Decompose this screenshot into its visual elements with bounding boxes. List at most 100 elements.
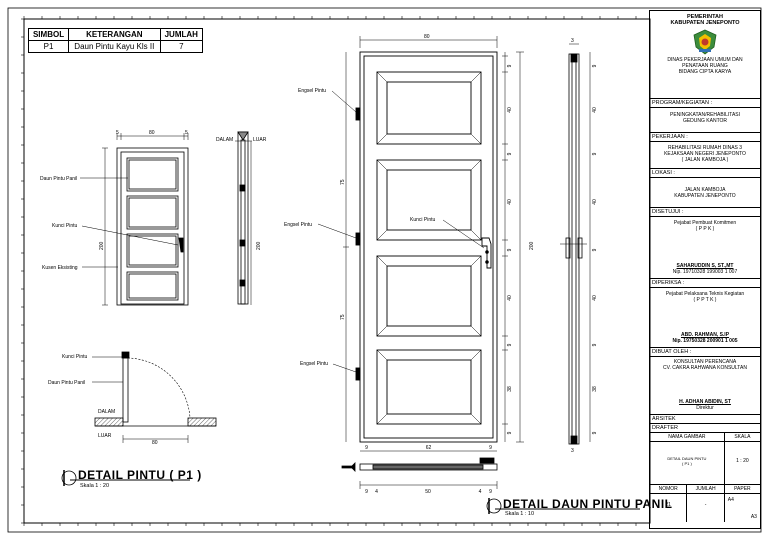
tb-nama-gambar: DETAIL DAUN PINTU ( P1 ) — [650, 442, 725, 484]
rail-dim-label: 9 — [507, 152, 513, 155]
section-dim-label: 40 — [592, 199, 598, 205]
left-view-title: DETAIL PINTU ( P1 ) — [78, 468, 202, 482]
plan-dim-label: 9 — [489, 489, 492, 495]
left-title-marker — [61, 470, 190, 486]
tb-nama-gambar-1: ( P1 ) — [682, 461, 692, 466]
right-door-section — [560, 43, 591, 445]
right-view-title: DETAIL DAUN PINTU PANIL — [503, 497, 673, 511]
tb-skala: 1 : 20 — [736, 458, 749, 464]
dim-left-plan-width: 80 — [152, 440, 158, 446]
dim-right-left-a: 75 — [340, 179, 346, 185]
tb-dibuat-label: DIBUAT OLEH : — [650, 348, 760, 357]
tb-program-label: PROGRAM/KEGIATAN : — [650, 99, 760, 108]
label-engsel-3: Engsel Pintu — [300, 361, 328, 367]
tb-paper-a4: A4 — [727, 497, 734, 503]
tb-pekerjaan: REHABILITASI RUMAH DINAS 3 KEJAKSAAN NEG… — [650, 142, 760, 169]
legend-cell-keterangan: Daun Pintu Kayu Kls II — [68, 40, 161, 53]
bottom-dim-label: 9 — [365, 445, 368, 451]
section-dim-label: 38 — [592, 386, 598, 392]
section-dim-label: 9 — [592, 152, 598, 155]
label-engsel-1: Engsel Pintu — [298, 88, 326, 94]
label-kusen-eksisting: Kusen Eksisting — [42, 265, 78, 271]
tb-disetujui-label: DISETUJUI : — [650, 208, 760, 217]
tb-gov2: KABUPATEN JENEPONTO — [670, 20, 740, 26]
label-daun-pintu-panil: Daun Pintu Panil — [40, 176, 77, 182]
dim-left-side-a: 5 — [116, 130, 119, 136]
tb-nama-gambar-label: NAMA GAMBAR — [650, 433, 725, 441]
dim-right-section-bottom: 3 — [571, 448, 574, 454]
tb-nomor-label: NOMOR — [650, 485, 688, 493]
tb-pekerjaan-2: ( JALAN KAMBOJA ) — [681, 157, 729, 163]
left-door-plan — [92, 351, 217, 443]
tb-jumlah: - — [687, 494, 725, 522]
left-view-scale: Skala 1 : 20 — [80, 483, 110, 489]
label-dalam-top: DALAM — [216, 137, 233, 143]
tb-konsultan-0: KONSULTAN PERENCANA — [673, 359, 737, 365]
dim-right-left-b: 75 — [340, 314, 346, 320]
tb-paper-label: PAPER — [734, 486, 751, 492]
rail-dim-label: 40 — [507, 199, 513, 205]
rail-dim-label: 9 — [507, 248, 513, 251]
label-kunci-pintu: Kunci Pintu — [52, 223, 78, 229]
dim-left-height: 200 — [99, 241, 105, 250]
right-door-plan — [341, 457, 498, 489]
tb-pptk-1: ( P P T K ) — [693, 297, 717, 303]
legend-cell-simbol: P1 — [27, 40, 70, 53]
label-kunci-right: Kunci Pintu — [410, 217, 436, 223]
right-door-elevation — [317, 36, 524, 452]
tb-arsitek: ARSITEK — [650, 415, 760, 424]
tb-nomor-header: NOMOR JUMLAH PAPER — [650, 485, 760, 494]
rail-dim-label: 40 — [507, 107, 513, 113]
tb-direktur: Direktur — [696, 405, 714, 411]
tb-pptk: Pejabat Pelaksana Teknis Kegiatan ( P P … — [650, 288, 760, 348]
dim-right-section-top: 3 — [571, 38, 574, 44]
tb-drafter: DRAFTER — [650, 424, 760, 433]
bottom-dim-label: 9 — [489, 445, 492, 451]
tb-pptk-nip: Nip. 19750328 200901 1 005 — [672, 338, 738, 344]
tb-skala-label: SKALA — [734, 434, 751, 440]
tb-agency: PEMERINTAH KABUPATEN JENEPONTO DINAS PEK… — [650, 11, 760, 99]
tb-diperiksa-label: DIPERIKSA : — [650, 279, 760, 288]
tb-paper-a3: A3 — [750, 514, 757, 520]
tb-nama-gambar-0: DETAIL DAUN PINTU — [667, 456, 707, 461]
legend-header-jumlah: JUMLAH — [159, 28, 204, 41]
tb-direktur-name: H. ADHAN ABIDIN, ST — [679, 399, 731, 405]
tb-program: PENINGKATAN/REHABILITASI GEDUNG KANTOR — [650, 108, 760, 133]
plan-dim-label: 4 — [375, 489, 378, 495]
right-rail-dims — [502, 55, 508, 425]
title-block: PEMERINTAH KABUPATEN JENEPONTO DINAS PEK… — [649, 10, 761, 529]
dim-left-side-b: 5 — [185, 130, 188, 136]
tb-program-1: GEDUNG KANTOR — [682, 118, 728, 124]
regency-emblem-icon — [693, 29, 717, 55]
label-luar-plan: LUAR — [98, 433, 112, 439]
tb-dinas-0: DINAS PEKERJAAN UMUM DAN — [667, 57, 743, 63]
right-title-marker — [486, 498, 640, 514]
tb-ppk-1: ( P P K ) — [695, 226, 715, 232]
rail-dim-label: 9 — [507, 343, 513, 346]
tb-jumlah-label: JUMLAH — [687, 485, 725, 493]
legend-table: SIMBOL KETERANGAN JUMLAH P1 Daun Pintu K… — [27, 28, 204, 53]
plan-dim-label: 50 — [425, 489, 431, 495]
section-dim-label: 9 — [592, 343, 598, 346]
dim-right-top-width: 80 — [424, 34, 430, 40]
legend-header-keterangan: KETERANGAN — [68, 28, 161, 41]
rail-dim-label: 38 — [507, 386, 513, 392]
rail-dim-label: 9 — [507, 431, 513, 434]
tb-dinas-2: BIDANG CIPTA KARYA — [678, 69, 732, 75]
left-door-section — [235, 131, 252, 305]
tb-pekerjaan-1: KEJAKSAAN NEGERI JENEPONTO — [664, 151, 746, 157]
section-dim-label: 9 — [592, 431, 598, 434]
label-luar-top: LUAR — [253, 137, 267, 143]
dim-left-width: 80 — [149, 130, 155, 136]
label-engsel-2: Engsel Pintu — [284, 222, 312, 228]
label-dalam-plan: DALAM — [98, 409, 115, 415]
tb-pptk-name: ABD. RAHMAN, S.IP — [680, 332, 730, 338]
tb-ppk-nip: Nip. 19710328 199003 1 007 — [672, 269, 738, 275]
tb-lokasi-1: KABUPATEN JENEPONTO — [674, 193, 736, 199]
tb-paper: A4 A3 — [725, 494, 760, 522]
bottom-dim-label: 62 — [426, 445, 432, 451]
tb-nama-header: NAMA GAMBAR SKALA — [650, 433, 760, 442]
tb-pekerjaan-0: REHABILITASI RUMAH DINAS 3 — [667, 145, 743, 151]
rail-dim-label: 9 — [507, 64, 513, 67]
